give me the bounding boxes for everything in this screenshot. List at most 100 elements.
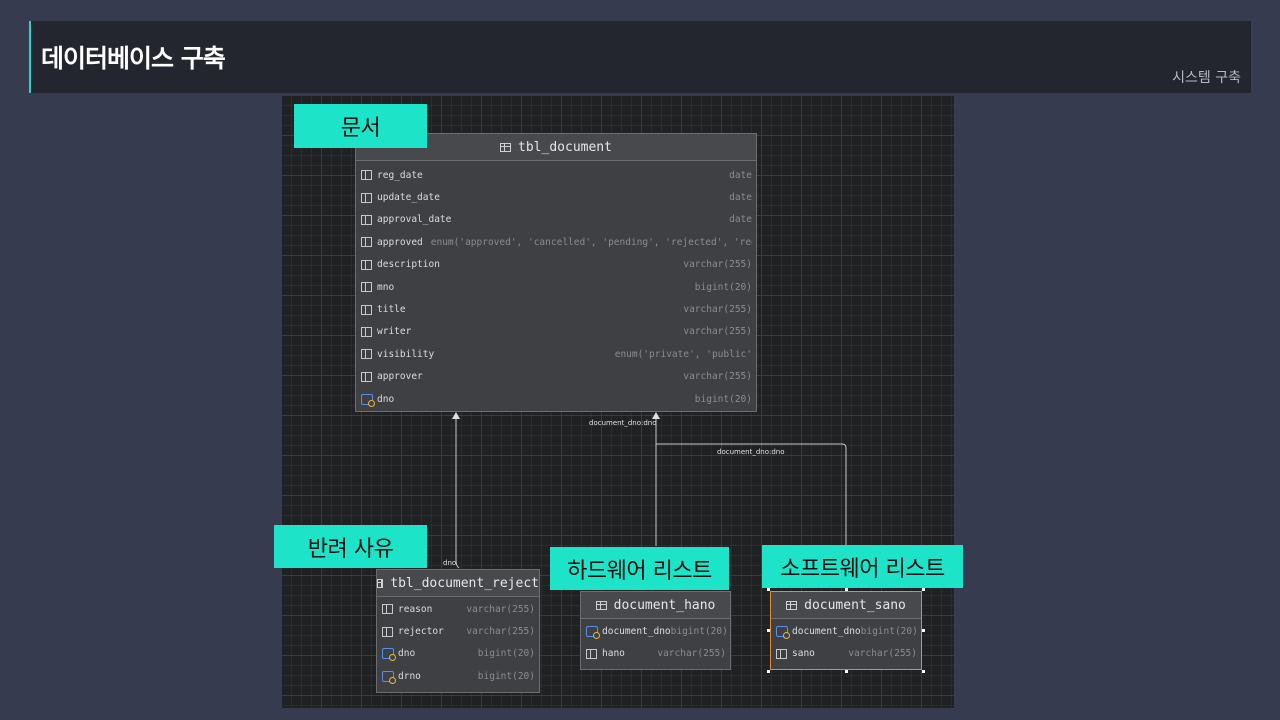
column-type: bigint(20) [694,281,752,293]
column-type: varchar(255) [657,648,726,660]
column-name: reason [398,603,433,615]
column-type: varchar(255) [683,259,752,271]
column-type: date [729,169,752,181]
resize-handle[interactable] [922,629,925,632]
column-name: sano [792,648,815,660]
column-row[interactable]: approval_date date [356,209,756,231]
table-header: document_hano [581,592,730,619]
column-type: varchar(255) [683,326,752,338]
column-type: varchar(255) [466,603,535,615]
table-name: tbl_document_reject [390,575,539,591]
edge-label-sano: document_dno:dno [717,448,785,456]
column-row[interactable]: reason varchar(255) [377,598,539,620]
key-column-icon [586,625,600,639]
column-row[interactable]: dno bigint(20) [356,388,756,410]
key-column-icon [382,648,396,662]
edge-label-reject: dno [443,559,457,567]
resize-handle[interactable] [767,588,770,591]
table-icon [500,142,512,152]
column-type: bigint(20) [477,670,535,682]
column-icon [382,626,393,637]
column-name: approval_date [377,214,452,226]
column-icon [361,170,372,181]
column-name: approver [377,371,423,383]
key-column-icon [361,393,375,407]
key-column-icon [382,670,396,684]
table-name: document_hano [613,597,716,613]
column-icon [361,192,372,203]
column-name: rejector [398,626,444,638]
column-row[interactable]: rejector varchar(255) [377,620,539,642]
resize-handle[interactable] [845,670,848,673]
column-type: date [729,214,752,226]
column-name: approved [377,236,423,248]
table-header: tbl_document_reject [377,570,539,597]
column-row[interactable]: update_date date [356,186,756,208]
slide-header: 데이터베이스 구축 시스템 구축 [29,21,1251,93]
column-icon [361,326,372,337]
table-header: document_sano [771,592,921,619]
column-name: visibility [377,348,435,360]
column-type: bigint(20) [477,648,535,660]
column-name: title [377,304,406,316]
column-type: varchar(255) [848,648,917,660]
column-icon [361,349,372,360]
resize-handle[interactable] [922,670,925,673]
column-type: bigint(20) [694,393,752,405]
column-row[interactable]: title varchar(255) [356,298,756,320]
resize-handle[interactable] [767,629,770,632]
column-icon [776,648,787,659]
column-name: document_dno [792,625,861,637]
column-type: bigint(20) [670,625,726,637]
column-icon [361,282,372,293]
table-icon [595,600,607,610]
column-row[interactable]: description varchar(255) [356,254,756,276]
resize-handle[interactable] [922,588,925,591]
column-icon [382,604,393,615]
column-icon [361,237,372,248]
column-name: writer [377,326,412,338]
column-row[interactable]: sano varchar(255) [771,642,921,664]
column-type: varchar(255) [466,626,535,638]
column-row[interactable]: writer varchar(255) [356,321,756,343]
column-type: bigint(20) [860,625,917,637]
column-type: date [729,192,752,204]
callout-document: 문서 [294,104,427,148]
column-name: dno [377,393,395,405]
column-name: drno [398,670,421,682]
column-row[interactable]: visibility enum('private', 'public' [356,343,756,365]
edge-sano-to-document [655,440,847,546]
table-icon [786,600,798,610]
column-name: document_dno [602,625,671,637]
column-icon [361,371,372,382]
column-icon [586,648,597,659]
column-type: varchar(255) [683,304,752,316]
column-type: enum('private', 'public' [614,348,752,360]
table-name: tbl_document [518,139,612,155]
column-name: description [377,259,440,271]
column-row[interactable]: drno bigint(20) [377,665,539,687]
resize-handle[interactable] [845,588,848,591]
column-icon [361,304,372,315]
column-icon [361,259,372,270]
column-name: update_date [377,192,440,204]
edge-label-hano: document_dno:dno [589,419,657,427]
page-title: 데이터베이스 구축 [41,44,226,73]
section-label: 시스템 구축 [1172,70,1241,86]
edge-reject-to-document [455,418,460,569]
callout-hardware: 하드웨어 리스트 [550,547,729,590]
resize-handle[interactable] [767,670,770,673]
